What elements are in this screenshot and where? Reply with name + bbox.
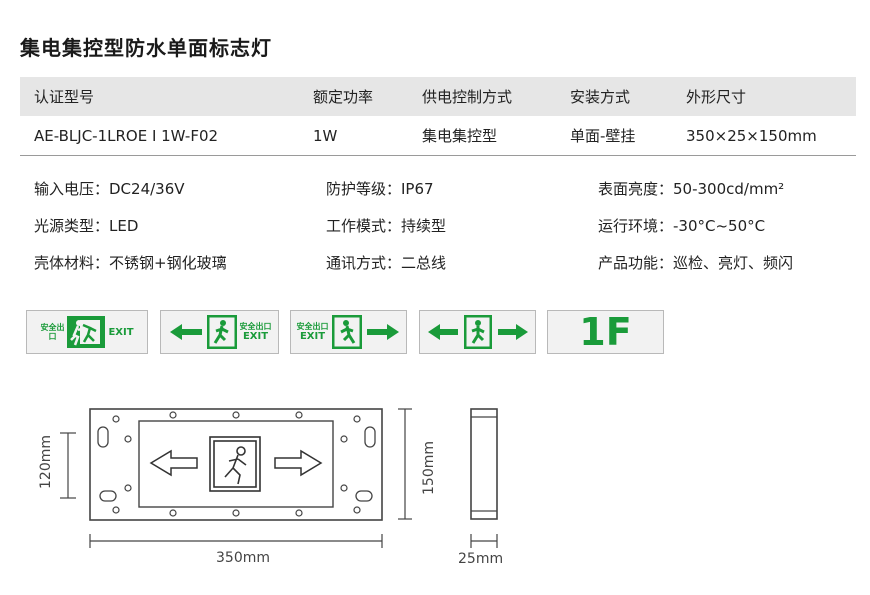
header-size: 外形尺寸 <box>686 88 747 106</box>
param-housing: 壳体材料：不锈钢+钢化玻璃 <box>34 254 227 272</box>
side-view-body <box>470 408 498 520</box>
param-row: 壳体材料：不锈钢+钢化玻璃 通讯方式：二总线 产品功能：巡检、亮灯、频闪 <box>34 252 854 289</box>
arrow-right-icon <box>274 449 323 477</box>
dimension-label-150: 150mm <box>421 441 437 495</box>
sign-exit-runner: 安全出口 EXIT <box>26 310 148 354</box>
param-protection: 防护等级：IP67 <box>326 180 434 198</box>
value-power: 1W <box>313 126 338 145</box>
page-title: 集电集控型防水单面标志灯 <box>20 36 272 60</box>
arrow-right-icon <box>366 324 399 340</box>
sign-floor: 1F <box>547 310 664 354</box>
running-man-icon <box>331 315 362 349</box>
param-work-mode: 工作模式：持续型 <box>326 217 447 235</box>
sign-left-arrow: 安全出口 EXIT <box>160 310 279 354</box>
running-man-icon <box>206 315 237 349</box>
sign-en-label: EXIT <box>108 326 134 338</box>
mount-slot <box>97 426 109 448</box>
value-size: 350×25×150mm <box>686 126 817 145</box>
dimension-label-120: 120mm <box>38 435 54 489</box>
spec-table-header: 认证型号 额定功率 供电控制方式 安装方式 外形尺寸 <box>20 77 856 116</box>
dimension-height-outer <box>398 408 412 520</box>
sign-cn-label: 安全出口 <box>296 322 329 331</box>
sign-en-label: EXIT <box>242 331 269 342</box>
value-install: 单面-壁挂 <box>570 127 636 145</box>
sign-double-arrow <box>419 310 536 354</box>
header-control: 供电控制方式 <box>422 88 513 106</box>
param-row: 光源类型：LED 工作模式：持续型 运行环境：-30°C~50°C <box>34 215 854 252</box>
header-model: 认证型号 <box>34 88 95 106</box>
screw-holes <box>112 411 361 517</box>
header-install: 安装方式 <box>570 88 631 106</box>
param-light-source: 光源类型：LED <box>34 217 139 235</box>
technical-drawing: 120mm 350mm 150mm 25mm <box>38 408 503 567</box>
sign-text-stack: 安全出口 EXIT <box>240 322 272 342</box>
value-control: 集电集控型 <box>422 127 498 145</box>
arrow-left-icon <box>427 324 458 340</box>
header-power: 额定功率 <box>313 88 374 106</box>
param-communication: 通讯方式：二总线 <box>326 254 447 272</box>
sign-variants: 安全出口 EXIT 安全出口 EXIT 安全出口 EXIT <box>0 310 870 356</box>
running-man-icon <box>463 315 492 349</box>
sign-right-arrow: 安全出口 EXIT <box>290 310 407 354</box>
dimension-label-25: 25mm <box>458 551 503 567</box>
dimension-width <box>89 534 383 548</box>
param-environment: 运行环境：-30°C~50°C <box>598 217 766 235</box>
sign-en-label: EXIT <box>299 331 326 342</box>
param-functions: 产品功能：巡检、亮灯、频闪 <box>598 254 794 272</box>
running-man-icon <box>209 436 261 492</box>
running-man-icon <box>67 316 106 348</box>
sign-cn-label: 安全出口 <box>40 323 65 341</box>
dimension-depth <box>470 534 498 548</box>
arrow-left-icon <box>169 324 202 340</box>
param-voltage: 输入电压：DC24/36V <box>34 180 185 198</box>
mount-slot <box>364 426 376 448</box>
dimension-height-inner <box>60 432 76 499</box>
spec-table-row: AE-BLJC-1LROE I 1W-F02 1W 集电集控型 单面-壁挂 35… <box>20 116 856 156</box>
value-model: AE-BLJC-1LROE I 1W-F02 <box>34 126 219 145</box>
param-brightness: 表面亮度：50-300cd/mm² <box>598 180 785 198</box>
param-row: 输入电压：DC24/36V 防护等级：IP67 表面亮度：50-300cd/mm… <box>34 178 854 215</box>
sign-text-stack: 安全出口 EXIT <box>297 322 329 342</box>
sign-cn-label: 安全出口 <box>239 322 272 331</box>
front-view-panel <box>138 420 334 508</box>
parameter-list: 输入电压：DC24/36V 防护等级：IP67 表面亮度：50-300cd/mm… <box>34 178 854 289</box>
arrow-left-icon <box>149 449 198 477</box>
dimension-label-350: 350mm <box>216 550 270 566</box>
mount-slot <box>99 490 117 502</box>
front-view-body <box>89 408 383 521</box>
spec-table: 认证型号 额定功率 供电控制方式 安装方式 外形尺寸 AE-BLJC-1LROE… <box>20 77 856 156</box>
mount-slot <box>355 490 373 502</box>
arrow-right-icon <box>497 324 528 340</box>
